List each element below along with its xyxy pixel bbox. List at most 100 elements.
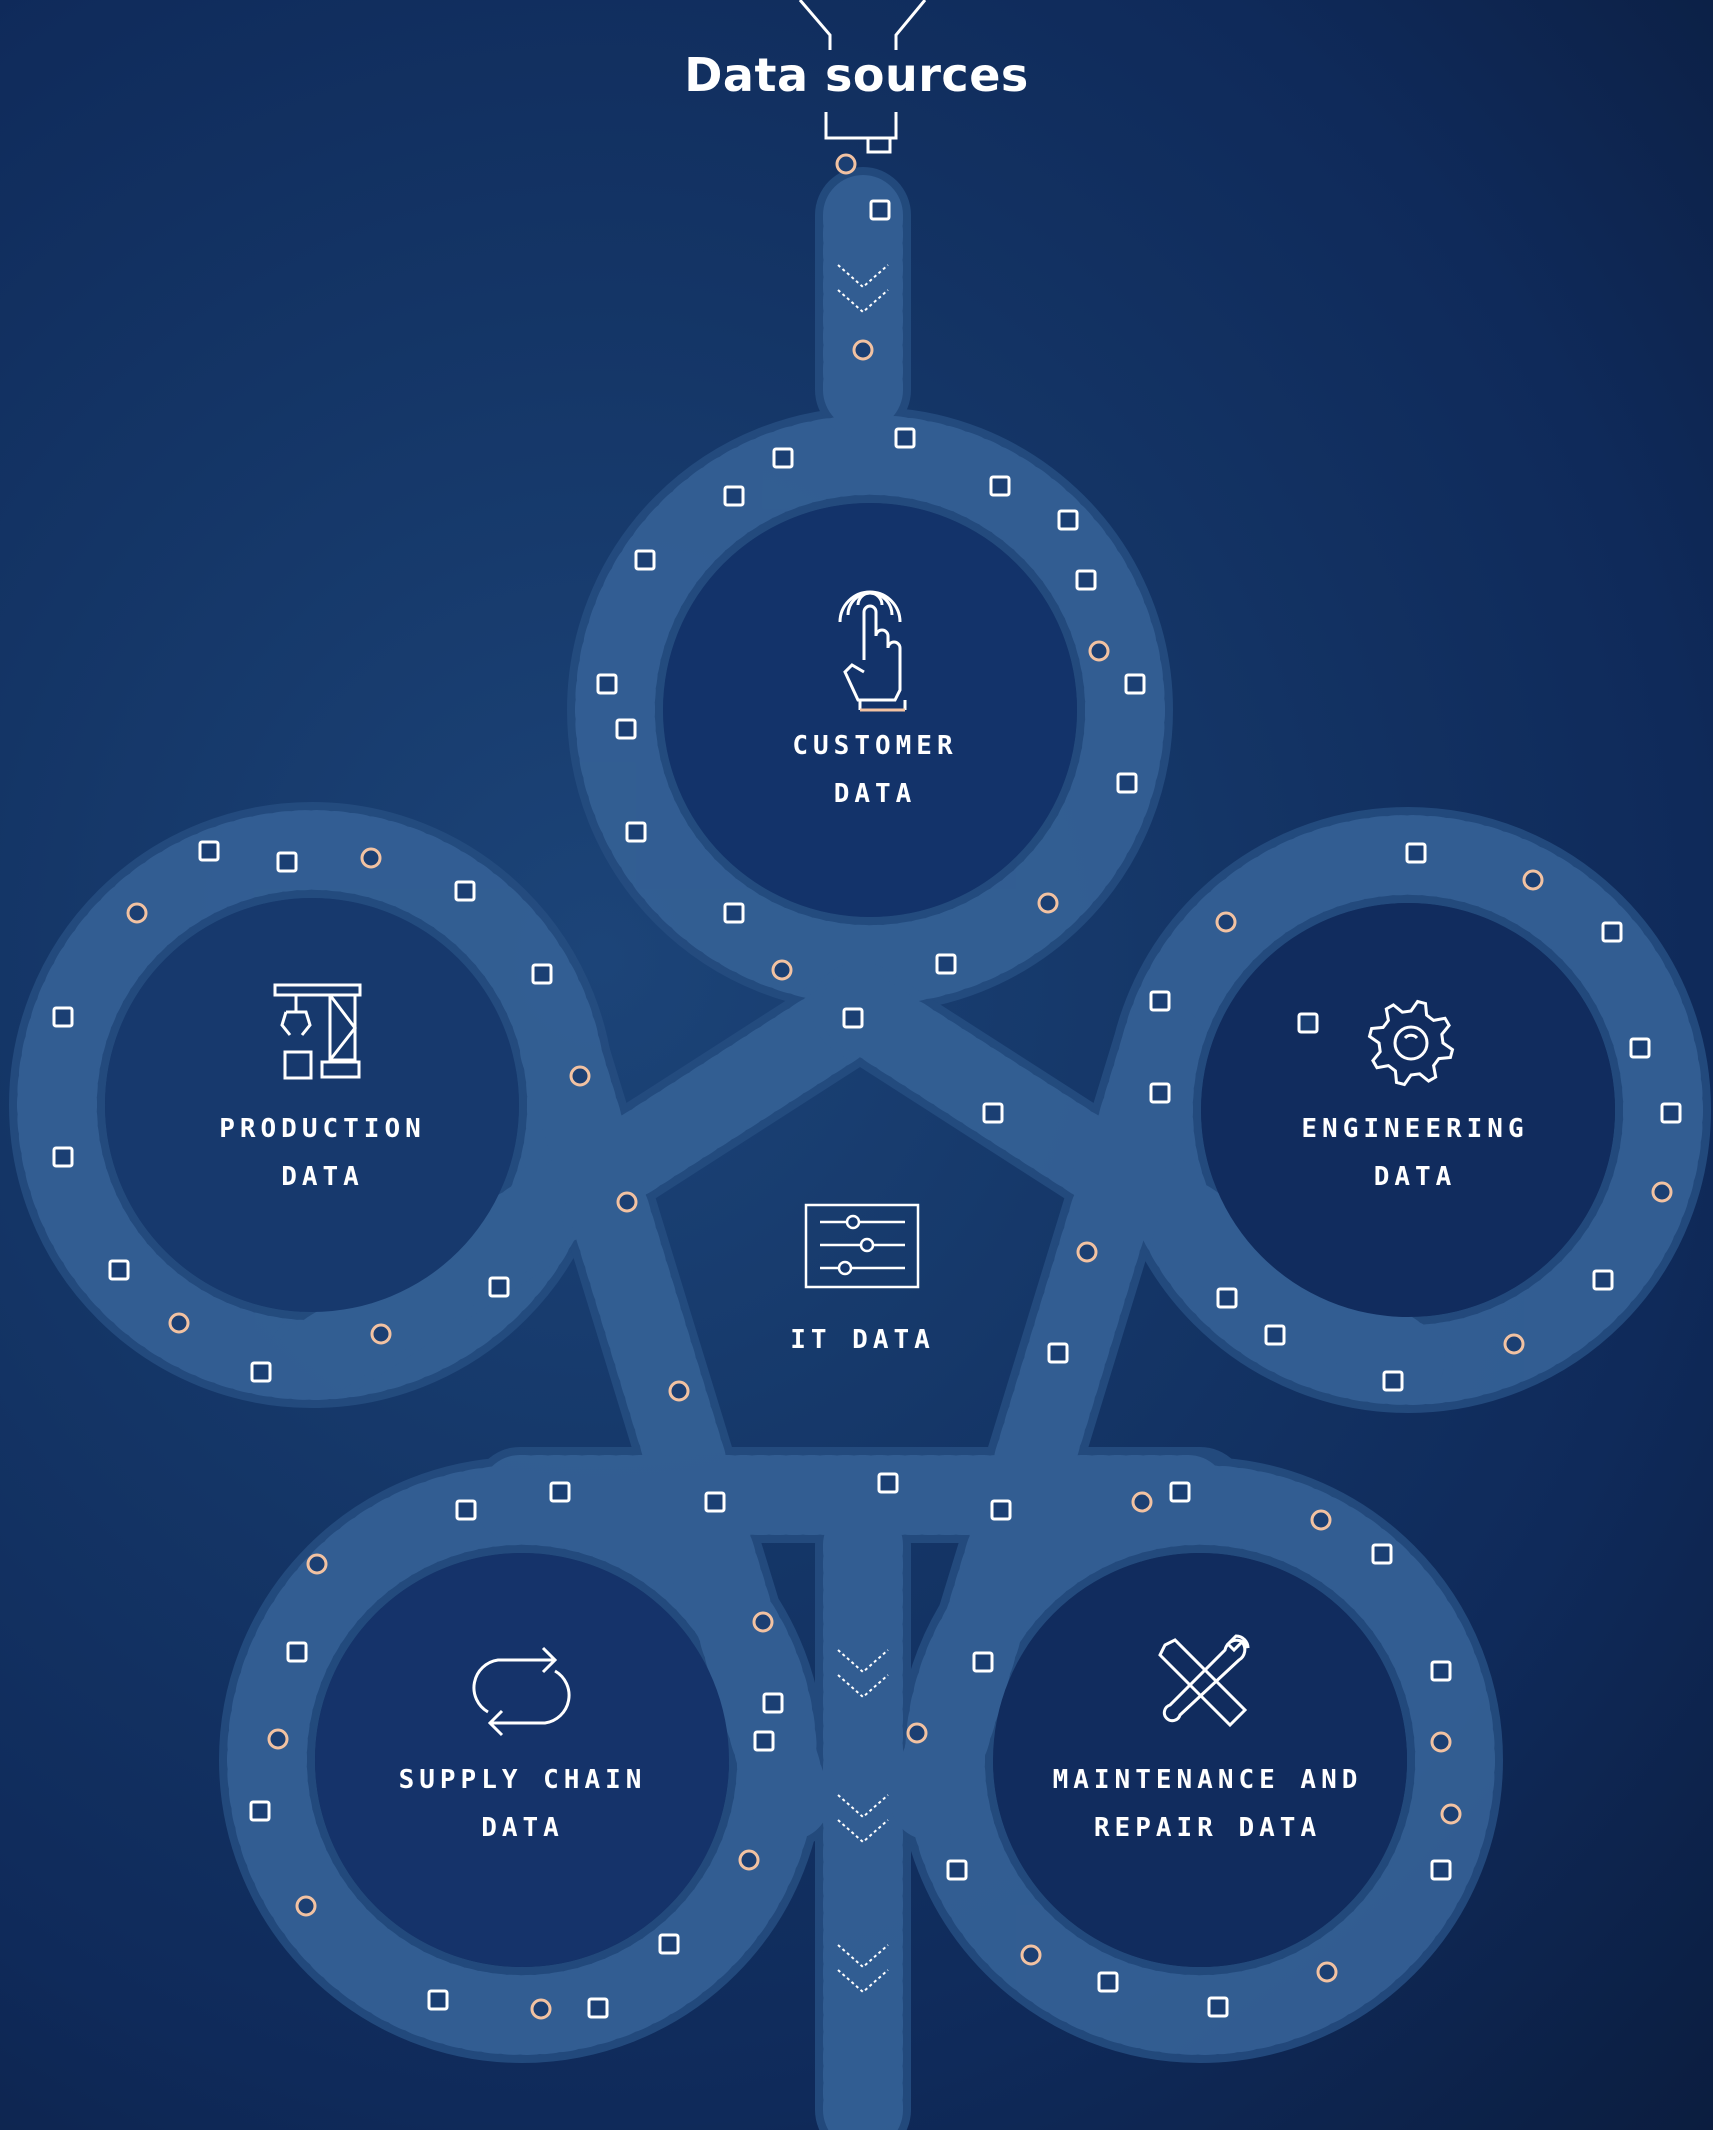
circle-packet [1316, 1961, 1338, 1983]
square-packet [762, 1692, 784, 1714]
square-packet [1169, 1481, 1191, 1503]
square-packet [455, 1499, 477, 1521]
maintenance-data-label: MAINTENANCE AND REPAIR DATA [1045, 1756, 1370, 1852]
square-packet [1207, 1996, 1229, 2018]
square-packet [946, 1859, 968, 1881]
circle-packet [530, 1998, 552, 2020]
gear-icon [1367, 999, 1455, 1087]
customer-label-line1: CUSTOMER [792, 731, 958, 761]
supply-chain-label-line2: DATA [481, 1813, 564, 1843]
circle-packet [1088, 640, 1110, 662]
square-packet [842, 1007, 864, 1029]
page-title: Data sources [684, 48, 1029, 102]
circle-packet [168, 1312, 190, 1334]
supply-chain-label-line1: SUPPLY CHAIN [398, 1765, 647, 1795]
square-packet [596, 673, 618, 695]
square-packet [625, 821, 647, 843]
circle-packet [668, 1380, 690, 1402]
robotic-arm-icon [273, 983, 362, 1080]
square-packet [704, 1491, 726, 1513]
square-packet [52, 1006, 74, 1028]
circle-packet [835, 153, 857, 175]
square-packet [198, 840, 220, 862]
circle-packet [360, 847, 382, 869]
square-packet [894, 427, 916, 449]
circle-packet [370, 1323, 392, 1345]
supply-chain-data-label: SUPPLY CHAIN DATA [390, 1756, 655, 1852]
square-packet [753, 1730, 775, 1752]
square-packet [1297, 1012, 1319, 1034]
engineering-data-label: ENGINEERING DATA [1280, 1105, 1550, 1201]
square-packet [1601, 921, 1623, 943]
square-packet [935, 953, 957, 975]
square-packet [427, 1989, 449, 2011]
circle-packet [1310, 1509, 1332, 1531]
square-packet [587, 1997, 609, 2019]
square-packet [1660, 1102, 1682, 1124]
touch-hand-icon [838, 590, 907, 712]
circle-packet [306, 1553, 328, 1575]
square-packet [1116, 772, 1138, 794]
square-packet [615, 718, 637, 740]
maintenance-label-line2: REPAIR DATA [1093, 1813, 1322, 1843]
circle-packet [1076, 1241, 1098, 1263]
square-packet [549, 1481, 571, 1503]
circle-packet [295, 1895, 317, 1917]
engineering-label-line2: DATA [1373, 1162, 1457, 1192]
square-packet [454, 880, 476, 902]
square-packet [982, 1102, 1004, 1124]
circle-packet [1503, 1333, 1525, 1355]
production-label-line2: DATA [281, 1162, 364, 1192]
square-packet [1371, 1543, 1393, 1565]
square-packet [1149, 1082, 1171, 1104]
chevrons [837, 264, 889, 1994]
square-packet [1592, 1269, 1614, 1291]
engineering-label-line1: ENGINEERING [1301, 1114, 1529, 1144]
square-packet [972, 1651, 994, 1673]
circle-packet [126, 902, 148, 924]
square-packet [1430, 1660, 1452, 1682]
circle-packet [906, 1722, 928, 1744]
square-packet [634, 549, 656, 571]
circle-packet [267, 1728, 289, 1750]
circle-packet [1131, 1491, 1153, 1513]
square-packet [488, 1276, 510, 1298]
square-packet [52, 1146, 74, 1168]
cycle-arrows-icon [472, 1646, 571, 1737]
square-packet [990, 1499, 1012, 1521]
circle-packet [1020, 1944, 1042, 1966]
square-packet [772, 447, 794, 469]
tracks [9, 167, 1711, 2130]
circle-packet [1215, 911, 1237, 933]
circle-packet [1037, 892, 1059, 914]
circle-packet [1522, 869, 1544, 891]
square-packet [108, 1259, 130, 1281]
square-packet [1264, 1324, 1286, 1346]
customer-label-line2: DATA [833, 779, 917, 809]
square-packet [723, 485, 745, 507]
square-packet [1382, 1370, 1404, 1392]
square-packet [250, 1361, 272, 1383]
square-packet [1097, 1971, 1119, 1993]
circle-packet [569, 1065, 591, 1087]
circle-packet [1651, 1181, 1673, 1203]
square-packet [531, 963, 553, 985]
production-data-label: PRODUCTION DATA [200, 1105, 445, 1201]
square-packet [1149, 990, 1171, 1012]
circle-packet [616, 1191, 638, 1213]
it-data-label: IT DATA [760, 1316, 965, 1364]
circle-packet [852, 339, 874, 361]
production-label-line1: PRODUCTION [219, 1114, 426, 1144]
circle-packet [752, 1611, 774, 1633]
it-label-line1: IT DATA [790, 1325, 935, 1355]
wrench-screwdriver-icon [1158, 1634, 1250, 1728]
square-packet [1057, 509, 1079, 531]
square-packet [1047, 1342, 1069, 1364]
square-packet [723, 902, 745, 924]
square-packet [1629, 1037, 1651, 1059]
circle-packet [1440, 1803, 1462, 1825]
square-packet [286, 1641, 308, 1663]
square-packet [989, 475, 1011, 497]
